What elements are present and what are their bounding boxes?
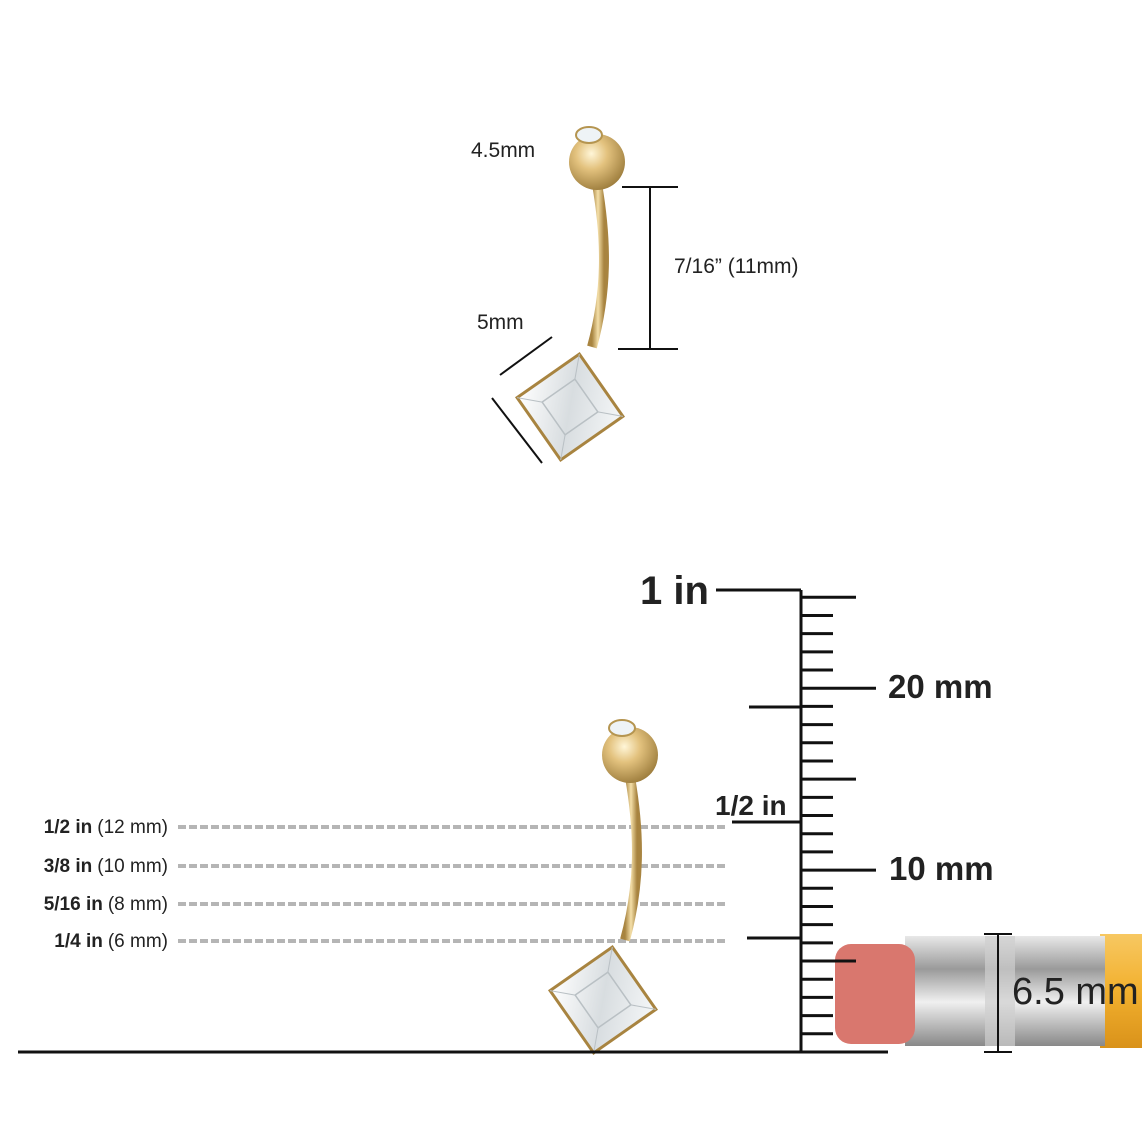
length-label: 3/8 in(10 mm) (44, 856, 168, 877)
one-inch-label: 1 in (640, 569, 709, 613)
length-mm: (12 mm) (97, 817, 168, 838)
bar-length-label: 7/16” (11mm) (674, 255, 798, 278)
belly-ring-top-image (517, 127, 625, 460)
bar-length-dimension (618, 186, 678, 350)
length-label: 5/16 in(8 mm) (44, 894, 168, 915)
twenty-mm-label: 20 mm (888, 668, 993, 705)
pencil-diameter-label: 6.5 mm (1012, 971, 1139, 1013)
belly-ring-scale-image (550, 720, 658, 1053)
gem-size-label: 5mm (477, 311, 524, 334)
length-inch: 3/8 in (44, 856, 93, 877)
length-inch: 1/4 in (54, 931, 103, 952)
ball-size-label: 4.5mm (471, 139, 535, 162)
pencil-diameter-dimension (984, 933, 1012, 1053)
length-label: 1/2 in(12 mm) (44, 817, 168, 838)
length-mm: (10 mm) (97, 856, 168, 877)
length-mm: (6 mm) (108, 931, 168, 952)
ruler (716, 588, 876, 1052)
pencil-image (835, 934, 1142, 1048)
gem-size-dimension (491, 336, 553, 464)
ten-mm-label: 10 mm (889, 850, 994, 887)
length-mm: (8 mm) (108, 894, 168, 915)
length-inch: 5/16 in (44, 894, 103, 915)
length-inch: 1/2 in (44, 817, 93, 838)
half-inch-label: 1/2 in (715, 790, 787, 821)
length-label: 1/4 in(6 mm) (54, 931, 168, 952)
